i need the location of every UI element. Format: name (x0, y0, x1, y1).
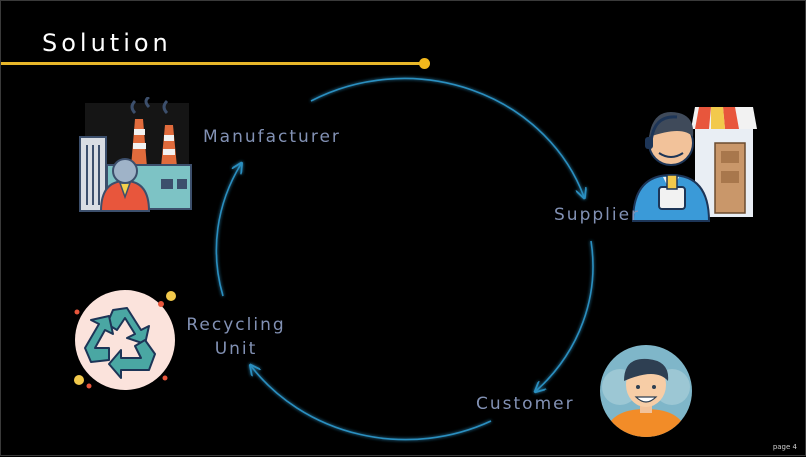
title-underline-dot (419, 58, 430, 69)
node-label-recycling-line2: Unit (214, 339, 258, 359)
node-label-manufacturer: Manufacturer (203, 127, 341, 147)
arrow-manufacturer-to-supplier (310, 77, 584, 197)
shopkeeper-icon (631, 107, 757, 222)
node-label-recycling-line1: Recycling (186, 315, 286, 335)
factory-worker-icon (79, 97, 192, 212)
customer-avatar-icon (600, 345, 692, 437)
node-label-supplier: Supplier (554, 205, 641, 225)
arrow-customer-to-recycling (251, 366, 492, 441)
node-label-recycling: Recycling Unit (181, 313, 291, 361)
arrow-supplier-to-customer (536, 240, 594, 391)
slide-title: Solution (42, 29, 172, 57)
node-label-customer: Customer (476, 394, 575, 414)
recycle-icon (74, 290, 176, 390)
page-number: page 4 (772, 443, 797, 451)
arrow-recycling-to-manufacturer (215, 164, 241, 297)
title-underline (1, 62, 425, 65)
